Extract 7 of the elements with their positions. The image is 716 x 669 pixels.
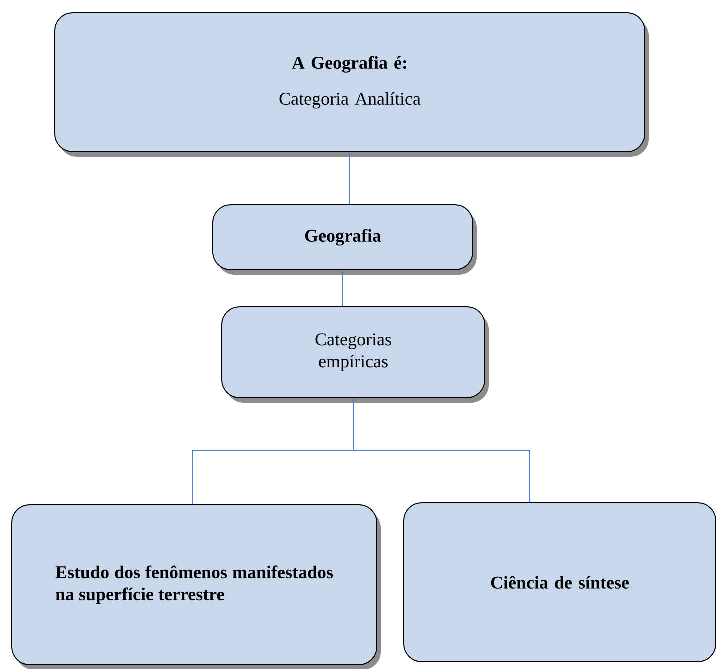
connector-line: [342, 270, 344, 307]
rounded-box: Ciência de síntese: [404, 502, 716, 662]
rounded-box: Estudo dos fenômenos manifestados na superfície terrestre: [12, 504, 381, 669]
rounded-box: Categorias empíricas: [222, 306, 489, 403]
rounded-box: A Geografia é: Categoria Analítica: [54, 12, 649, 157]
rounded-box: Geografia: [212, 204, 477, 275]
connector-line: [353, 398, 530, 503]
